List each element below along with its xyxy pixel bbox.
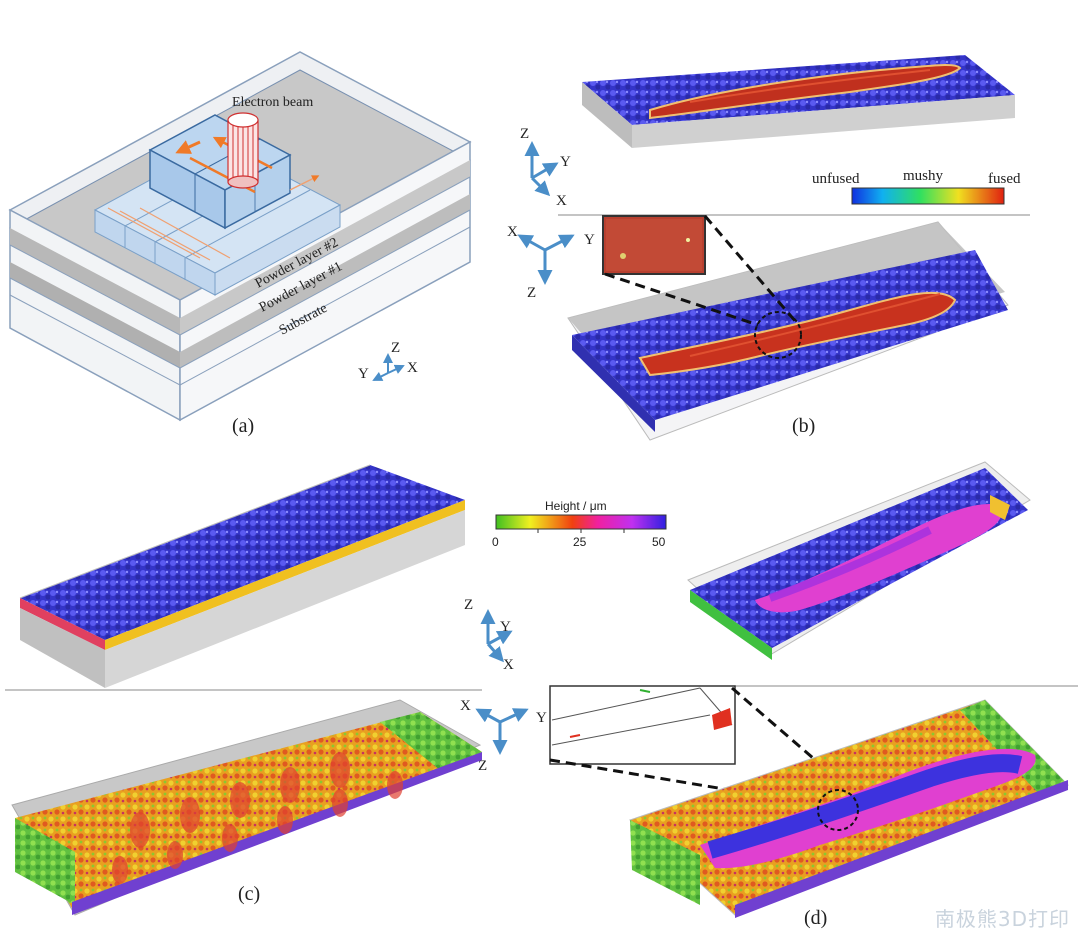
layer1-band-left [10,262,180,368]
zoom-circle-b [754,311,802,359]
axis-y-label: Y [560,154,571,170]
height-tick-50: 50 [652,535,666,549]
axis-y-label: Y [500,619,511,635]
slab-c-bottom-powder [15,712,482,908]
legend-unfused: unfused [812,171,860,187]
axis-triad-b2: X Y Z [507,224,595,301]
axis-y-label: Y [536,710,547,726]
layer2-band-left [10,228,180,335]
axis-triad-b1: Z Y X [520,126,571,209]
caption-d: (d) [804,907,827,929]
axis-x-label: X [407,360,418,376]
height-tick-0: 0 [492,535,499,549]
zoom-inset-d [549,685,736,765]
axis-y-label: Y [584,232,595,248]
height-tick-25: 25 [573,535,587,549]
axis-triad-c2: X Y Z [460,698,547,774]
watermark: 南极熊3D打印 [934,907,1070,931]
axis-z-label: Z [520,126,529,142]
legend-fused: fused [988,171,1021,187]
axis-z-label: Z [478,758,487,774]
panel-c: Z Y X X Y Z [5,464,547,916]
axis-x-label: X [556,193,567,209]
axis-x-label: X [507,224,518,240]
axis-z-label: Z [391,340,400,356]
axis-z-label: Z [464,597,473,613]
axis-triad-a: Z X Y [358,340,418,382]
height-legend-title: Height / μm [545,499,607,513]
axis-z-label: Z [527,285,536,301]
layer1-band-right [180,194,470,368]
caption-b: (b) [792,415,815,437]
zoom-circle-d [817,789,859,831]
height-legend: Height / μm 0 25 50 [492,499,667,549]
electron-beam-label: Electron beam [232,95,313,110]
fusion-colorbar [851,187,1005,205]
axis-triad-c1: Z Y X [464,597,514,673]
caption-c: (c) [238,883,260,905]
melt-streaks-c [112,752,403,884]
caption-a: (a) [232,415,254,437]
electron-beam-icon [227,112,259,189]
layer2-band-right [180,160,470,335]
slab-c-top [20,465,465,640]
panel-a: Electron beam Powder layer #2 Powder lay… [8,51,472,437]
axis-x-label: X [503,657,514,673]
axis-x-label: X [460,698,471,714]
fused-track-b-bottom [638,291,957,377]
height-colorbar [495,514,667,530]
legend-mushy: mushy [903,168,944,184]
axis-y-label: Y [358,366,369,382]
panel-b: unfused mushy fused Z Y X X Y Z [507,55,1030,441]
panel-d: (d) [549,461,1078,929]
fused-track-b-top [649,63,962,120]
